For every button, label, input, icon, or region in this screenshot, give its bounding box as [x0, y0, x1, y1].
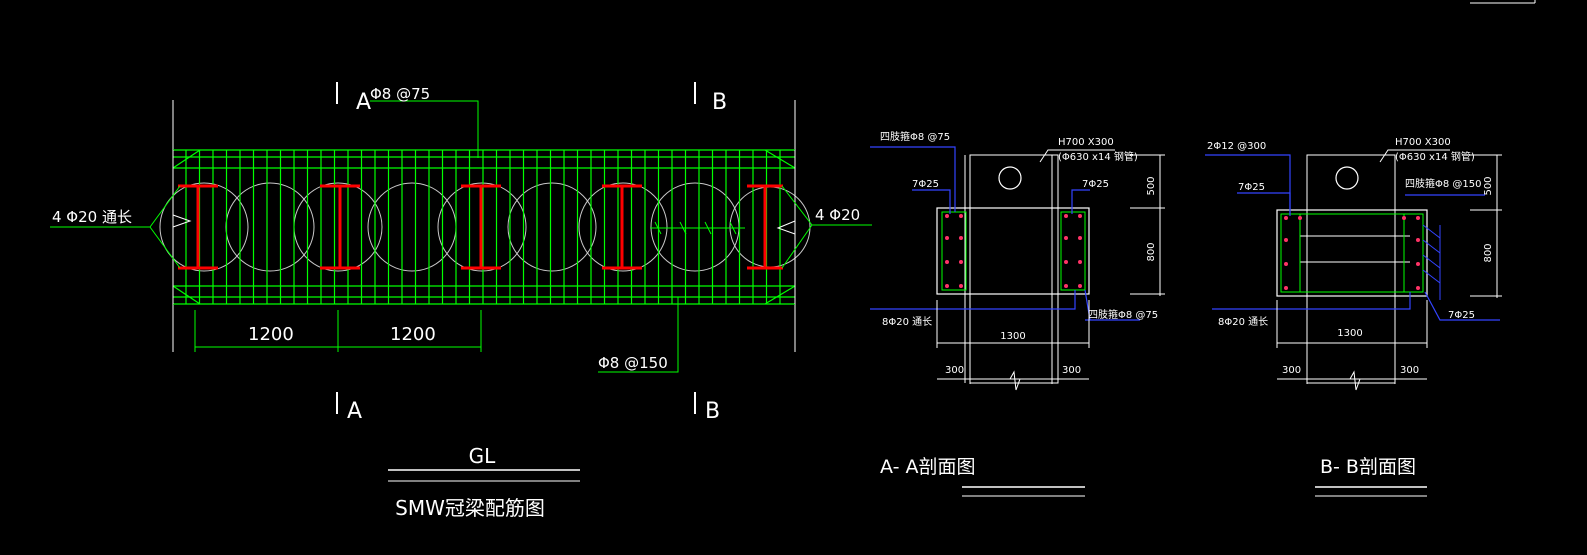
bb-right-bars: 7Φ25 [1448, 310, 1475, 321]
aa-right-bars: 7Φ25 [1082, 179, 1109, 190]
bb-top-bar-label: 2Φ12 @300 [1207, 141, 1266, 152]
bb-beam-outline [1276, 209, 1428, 297]
section-b-bottom-label: B [705, 399, 720, 424]
section-bb: 2Φ12 @300 H700 X300 (Φ630 x14 钢管) 7Φ25 四… [1205, 137, 1502, 497]
right-break-line [776, 150, 796, 304]
bb-leaders [1205, 154, 1500, 321]
aa-title: A- A剖面图 [880, 456, 975, 478]
h-steel-sections [178, 184, 783, 270]
aa-pipe-hole [998, 166, 1022, 190]
aa-dim-300-left: 300 [945, 365, 964, 376]
aa-rebar-dots [945, 214, 1082, 288]
bb-cage [1280, 213, 1424, 293]
aa-dim-800: 800 [1146, 242, 1157, 261]
dimension-1200-first: 1200 [248, 324, 294, 345]
aa-left-bars: 7Φ25 [912, 179, 939, 190]
aa-steel-label: H700 X300 [1058, 137, 1114, 148]
left-break-line [172, 150, 192, 304]
aa-stirrup-right-label: 四肢箍Φ8 @75 [1088, 308, 1158, 321]
bb-dim-1300: 1300 [1337, 328, 1362, 339]
right-bar-label: 4 Φ20 [815, 206, 860, 224]
aa-left-cage [941, 211, 967, 291]
aa-bottom-bars: 8Φ20 通长 [882, 316, 932, 328]
bb-vertical-dims [1470, 154, 1502, 298]
dimension-1200-second: 1200 [390, 324, 436, 345]
elevation-subtitle: SMW冠梁配筋图 [395, 496, 545, 520]
aa-horizontal-dims [936, 300, 1090, 384]
elevation-title: GL [469, 444, 496, 468]
bb-dim-300-right: 300 [1400, 365, 1419, 376]
stirrup-bottom-leader [598, 297, 679, 373]
aa-steel-column [969, 154, 1059, 384]
aa-vertical-dims [1130, 154, 1165, 296]
left-bar-label: 4 Φ20 通长 [52, 208, 132, 226]
bb-horizontal-dims [1276, 300, 1428, 384]
section-a-top-label: A [356, 90, 371, 115]
bb-stirrup-label: 四肢箍Φ8 @150 [1405, 177, 1482, 190]
aa-dim-300-right: 300 [1062, 365, 1081, 376]
bb-dim-300-left: 300 [1282, 365, 1301, 376]
aa-beam-outline [936, 207, 1090, 295]
aa-stirrup-label: 四肢箍Φ8 @75 [880, 130, 950, 143]
stirrup-top-leader [370, 100, 479, 158]
bb-rebar-dots [1284, 216, 1420, 290]
elevation-dimension-lines [194, 310, 482, 352]
stirrup-top-label: Φ8 @75 [370, 85, 430, 103]
pitch-ticks [650, 221, 745, 235]
bb-dim-800: 800 [1483, 243, 1494, 262]
aa-dim-1300: 1300 [1000, 331, 1025, 342]
bb-steel-label: H700 X300 [1395, 137, 1451, 148]
bb-left-bars: 7Φ25 [1238, 182, 1265, 193]
section-a-bottom-label: A [347, 399, 362, 424]
beam-elevation: A B A B Φ8 @75 Φ8 @150 4 Φ20 通长 4 Φ20 [50, 82, 872, 520]
bb-bottom-bars: 8Φ20 通长 [1218, 316, 1268, 328]
aa-right-cage [1060, 211, 1086, 291]
bb-pipe-hole [1335, 166, 1359, 190]
bb-dim-500: 500 [1483, 176, 1494, 195]
stirrup-bottom-label: Φ8 @150 [598, 354, 668, 372]
aa-pipe-label: (Φ630 x14 钢管) [1058, 150, 1138, 163]
rebar-cage [172, 149, 796, 305]
aa-dim-500: 500 [1146, 176, 1157, 195]
section-b-top-label: B [712, 90, 727, 115]
bb-title: B- B剖面图 [1320, 456, 1416, 478]
bb-pipe-label: (Φ630 x14 钢管) [1395, 150, 1475, 163]
bb-steel-column [1306, 154, 1396, 384]
section-aa: 四肢箍Φ8 @75 H700 X300 (Φ630 x14 钢管) 7Φ25 7… [870, 130, 1165, 497]
